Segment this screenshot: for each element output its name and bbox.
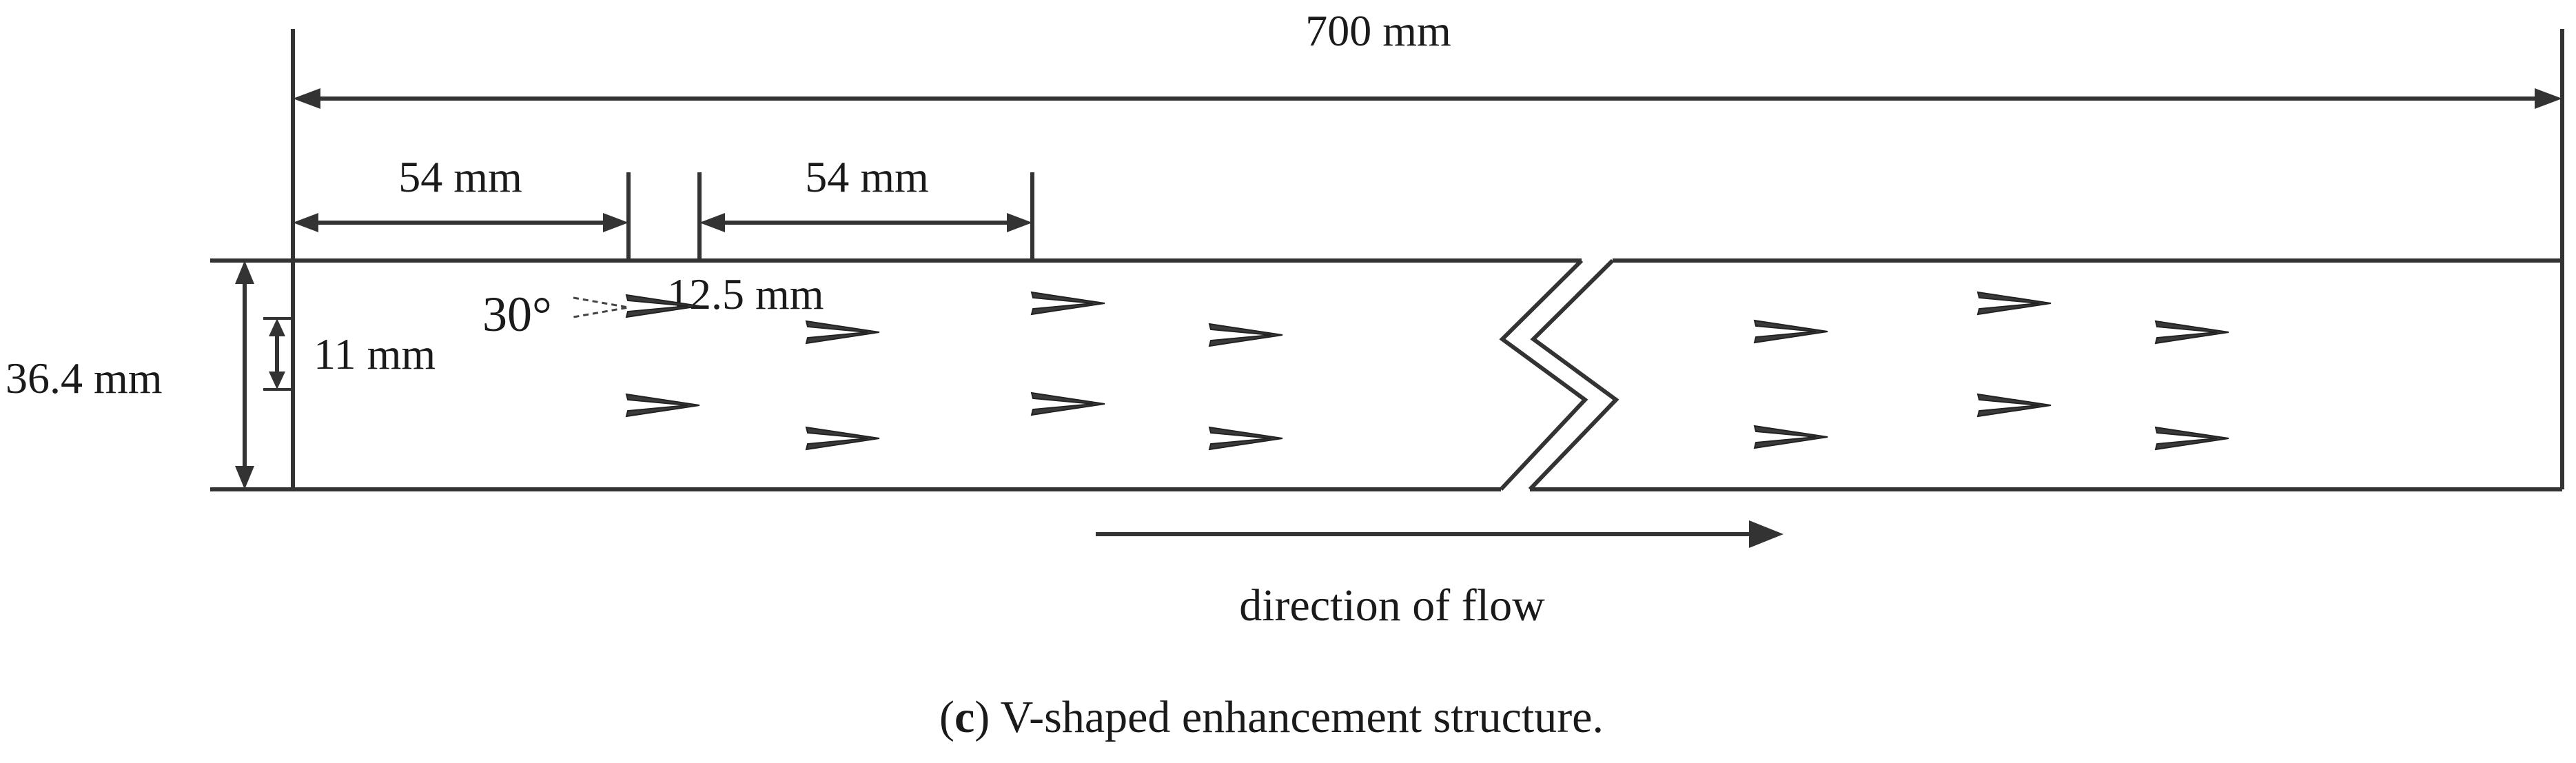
height-dimension: 36.4 mm xyxy=(6,261,254,489)
v-marker xyxy=(2154,426,2229,451)
height-label: 36.4 mm xyxy=(6,354,163,403)
first-spacing-label: 54 mm xyxy=(398,152,522,201)
v-marker xyxy=(1208,426,1283,451)
flow-direction-arrow xyxy=(1096,520,1783,548)
total-length-label: 700 mm xyxy=(1305,6,1451,55)
row-gap-dimension: 11 mm xyxy=(263,317,436,391)
break-line-left xyxy=(1499,258,1588,491)
v-marker xyxy=(1208,323,1283,347)
v-marker xyxy=(805,320,880,345)
second-spacing-label: 54 mm xyxy=(805,152,929,201)
caption-letter: c xyxy=(954,692,974,742)
v-marker xyxy=(625,294,700,318)
flow-direction-label: direction of flow xyxy=(1239,580,1545,631)
element-length-label: 12.5 mm xyxy=(667,269,824,318)
v-marker xyxy=(1030,291,1105,316)
v-markers xyxy=(625,291,2229,451)
v-marker xyxy=(805,426,880,451)
break-line-right xyxy=(1528,258,1619,491)
figure-caption: (c) V-shaped enhancement structure. xyxy=(939,692,1604,742)
v-marker xyxy=(1753,319,1828,344)
caption-text: V-shaped enhancement structure. xyxy=(990,692,1604,742)
total-length-dimension: 700 mm xyxy=(291,6,2564,489)
second-spacing-dimension: 54 mm xyxy=(697,152,1034,261)
v-marker xyxy=(625,393,700,418)
v-marker xyxy=(1976,393,2052,418)
angle-label: 30° xyxy=(482,287,552,342)
v-marker xyxy=(2154,320,2229,345)
channel-outline xyxy=(210,258,2562,491)
v-marker xyxy=(1976,291,2052,316)
v-marker xyxy=(1753,425,1828,449)
row-gap-label: 11 mm xyxy=(314,329,436,378)
v-marker xyxy=(1030,391,1105,416)
first-spacing-dimension: 54 mm xyxy=(293,152,631,261)
angle-annotation: 30° xyxy=(482,287,629,342)
